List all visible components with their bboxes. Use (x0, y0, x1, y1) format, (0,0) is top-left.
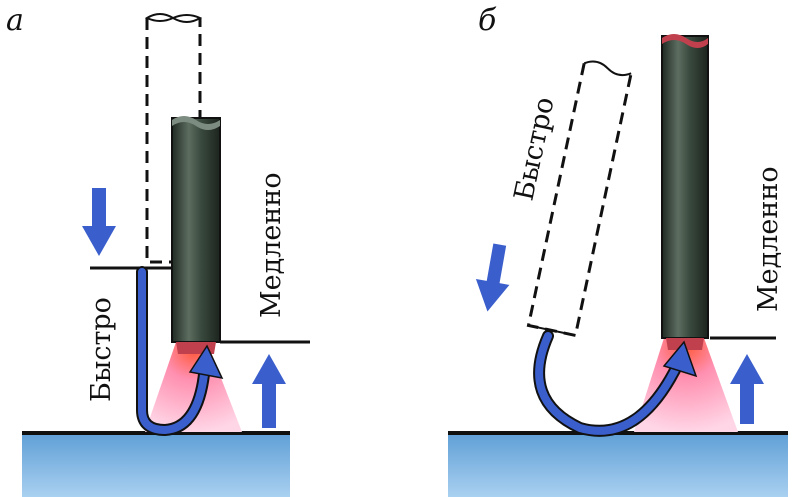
panel-a-fast-path-arrowhead (188, 344, 224, 380)
panel-b: б Быстро Медленно (448, 3, 788, 497)
panel-a-dashed-electrode-top (144, 13, 203, 23)
panel-a: а Быстро Медленно (6, 3, 310, 497)
panel-b-base-metal (448, 433, 788, 497)
panel-a-down-arrow-icon (82, 188, 116, 256)
panel-a-electrode-top (172, 116, 220, 130)
panel-a-slow-label: Медленно (256, 172, 287, 318)
panel-b-electrode (661, 35, 709, 339)
panel-a-arc-flame (145, 342, 242, 432)
panel-a-up-arrow-icon (252, 354, 286, 428)
panel-a-fast-label: Быстро (86, 297, 117, 402)
panel-b-fast-path-arrowhead (662, 340, 698, 378)
panel-a-letter: а (6, 3, 24, 38)
panel-b-down-arrow-icon (475, 243, 510, 312)
panel-b-fast-label: Быстро (509, 94, 561, 203)
panel-b-arc-flame (634, 338, 738, 432)
panel-b-slow-label: Медленно (753, 166, 784, 312)
panel-b-dashed-electrode (526, 60, 633, 338)
panel-b-electrode-top (662, 34, 708, 48)
panel-a-base-metal (22, 433, 290, 497)
panel-b-up-arrow-icon (730, 354, 764, 424)
panel-a-fast-path (138, 268, 209, 435)
panel-a-electrode (171, 117, 221, 343)
panel-b-fast-path (535, 332, 684, 435)
panel-b-letter: б (478, 3, 497, 38)
